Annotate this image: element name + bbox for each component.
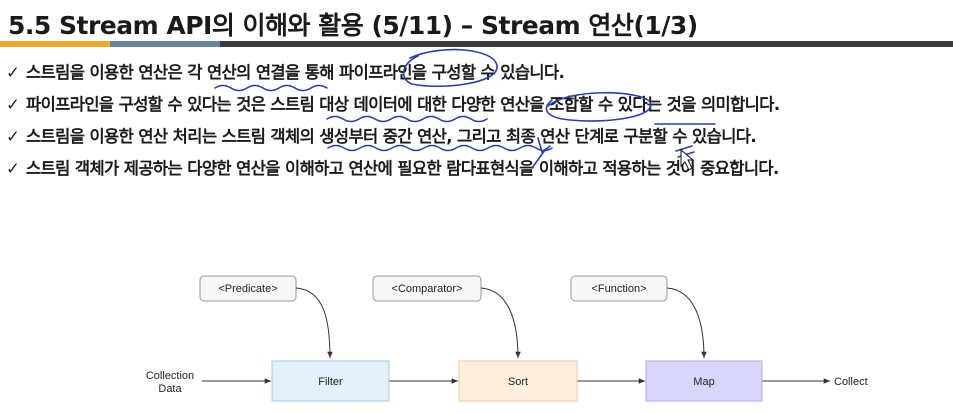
predicate-tag-label: <Predicate> bbox=[218, 283, 277, 295]
comparator-tag-label: <Comparator> bbox=[392, 283, 463, 295]
map-stage-box bbox=[645, 360, 763, 402]
bullet-item: ✓ 파이프라인을 구성할 수 있다는 것은 스트림 대상 데이터에 대한 다양한 … bbox=[6, 92, 780, 124]
slide-title: 5.5 Stream API의 이해와 활용 (5/11) – Stream 연… bbox=[8, 11, 698, 40]
filter-stage-box bbox=[271, 360, 390, 402]
bullet-item: ✓ 스트림을 이용한 연산은 각 연산의 연결을 통해 파이프라인을 구성할 수 … bbox=[6, 60, 780, 92]
function-tag-label: <Function> bbox=[591, 283, 646, 295]
output-label: Collect bbox=[834, 376, 868, 388]
bullet-text: 파이프라인을 구성할 수 있다는 것은 스트림 대상 데이터에 대한 다양한 연… bbox=[26, 95, 780, 114]
bullet-text: 스트림을 이용한 연산 처리는 스트림 객체의 생성부터 중간 연산, 그리고 … bbox=[26, 127, 757, 146]
comparator-connector-arrow bbox=[480, 287, 521, 359]
bullet-text: 스트림 객체가 제공하는 다양한 연산을 이해하고 연산에 필요한 람다표현식을… bbox=[26, 159, 779, 178]
bullet-item: ✓ 스트림을 이용한 연산 처리는 스트림 객체의 생성부터 중간 연산, 그리고… bbox=[6, 124, 780, 156]
bullet-item: ✓ 스트림 객체가 제공하는 다양한 연산을 이해하고 연산에 필요한 람다표현식… bbox=[6, 156, 780, 188]
title-accent-bar-dark bbox=[220, 41, 953, 47]
bullet-list: ✓ 스트림을 이용한 연산은 각 연산의 연결을 통해 파이프라인을 구성할 수 … bbox=[6, 60, 780, 188]
title-accent-bar-slate bbox=[110, 41, 220, 47]
checkmark-icon: ✓ bbox=[6, 127, 20, 146]
bullet-text: 스트림을 이용한 연산은 각 연산의 연결을 통해 파이프라인을 구성할 수 있… bbox=[26, 63, 565, 82]
checkmark-icon: ✓ bbox=[6, 63, 20, 82]
filter-stage-label: Filter bbox=[318, 376, 343, 388]
input-label-line2: Data bbox=[158, 383, 182, 395]
title-accent-bar-gold bbox=[0, 41, 110, 47]
sort-stage-label: Sort bbox=[508, 376, 528, 388]
sort-stage-box bbox=[458, 360, 578, 402]
checkmark-icon: ✓ bbox=[6, 95, 20, 114]
input-label-line1: Collection bbox=[146, 370, 194, 382]
stream-pipeline-diagram: Collection Data Filter Sort Map Collect … bbox=[146, 275, 868, 402]
map-stage-label: Map bbox=[693, 376, 714, 388]
function-connector-arrow bbox=[666, 287, 707, 359]
predicate-connector-arrow bbox=[295, 287, 333, 359]
checkmark-icon: ✓ bbox=[6, 159, 20, 178]
